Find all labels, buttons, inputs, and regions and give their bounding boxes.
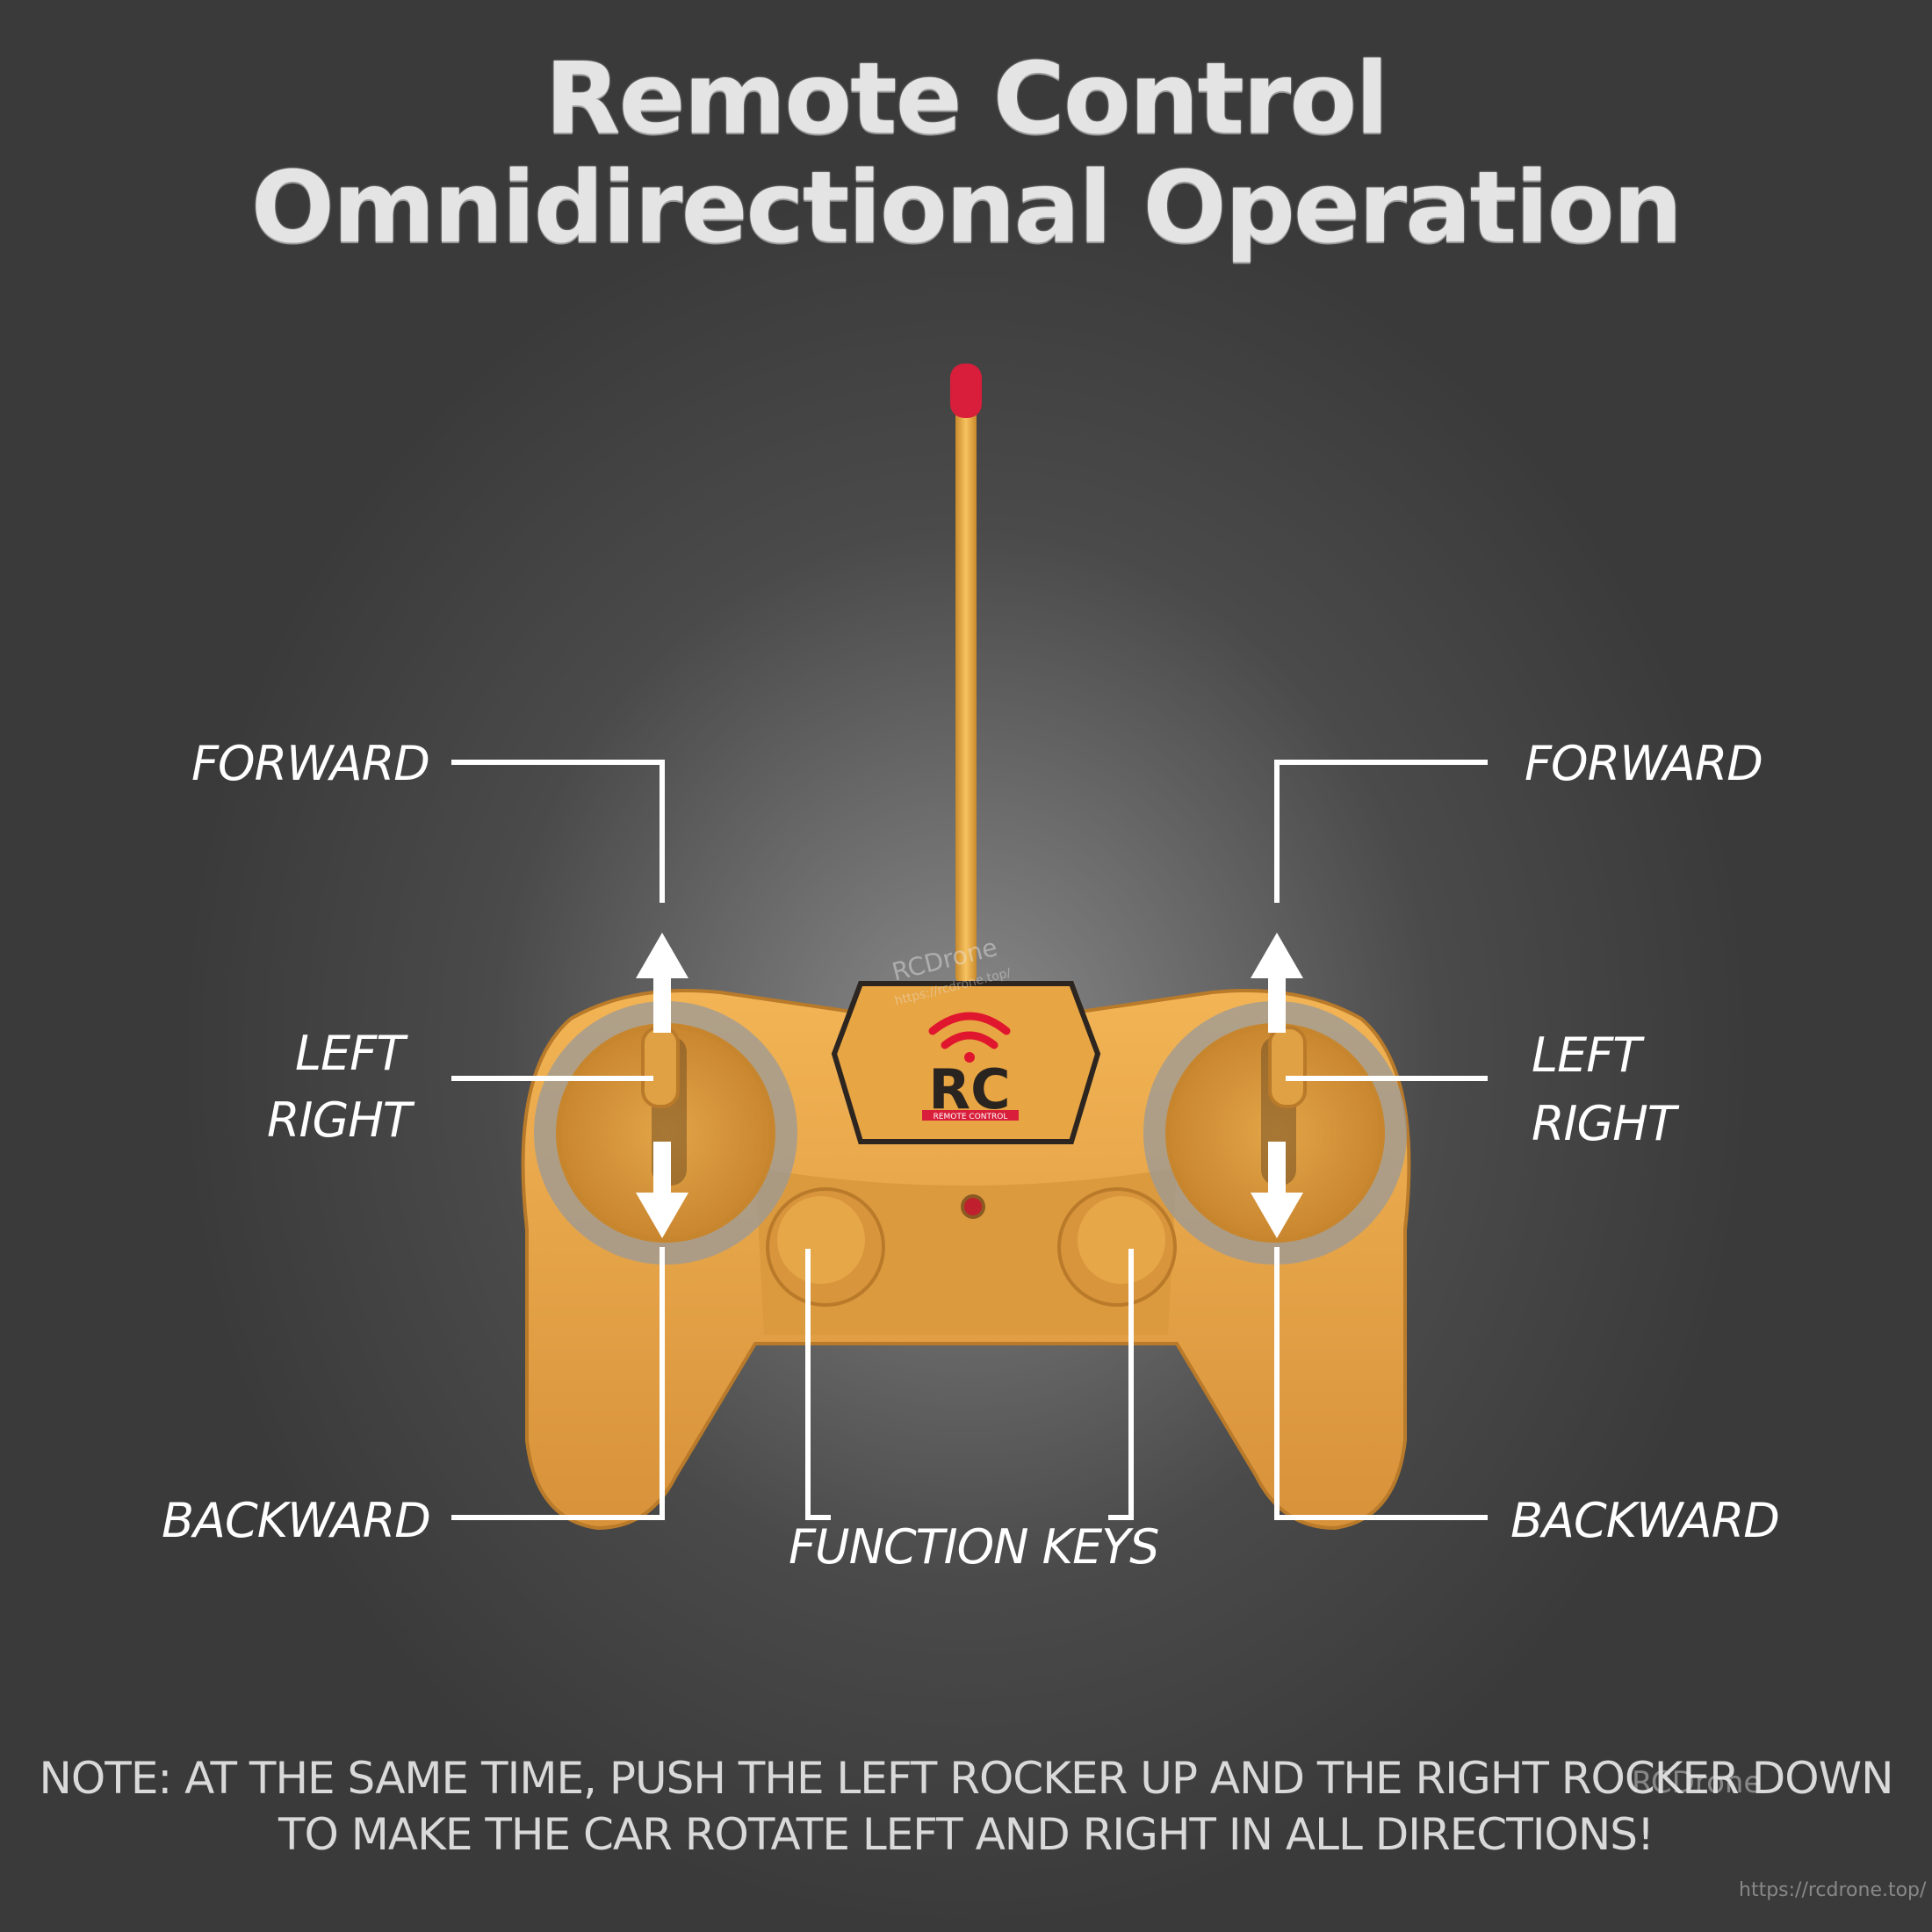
label-left-forward: FORWARD	[191, 736, 430, 791]
label-function-keys: FUNCTION KEYS	[789, 1519, 1159, 1575]
label-left-left: LEFT	[295, 1026, 405, 1081]
logo-plate	[831, 981, 1101, 1144]
antenna	[950, 364, 982, 984]
wifi-icon	[928, 1012, 1011, 1063]
note-line-1: NOTE: AT THE SAME TIME, PUSH THE LEFT RO…	[39, 1753, 1894, 1804]
label-right-backward: BACKWARD	[1510, 1493, 1780, 1548]
left-stick-arrows	[636, 933, 688, 1238]
line-right-forward	[1274, 760, 1488, 903]
label-left-right: RIGHT	[267, 1092, 412, 1148]
line-function-left	[805, 1249, 831, 1520]
label-right-forward: FORWARD	[1525, 736, 1763, 791]
watermark-brand: RCDrone	[1632, 1765, 1763, 1800]
label-left-backward: BACKWARD	[162, 1493, 431, 1548]
left-joystick	[534, 1001, 797, 1265]
watermark-url: https://rcdrone.top/	[1739, 1879, 1927, 1901]
antenna-tip	[950, 364, 982, 418]
note-line-2: TO MAKE THE CAR ROTATE LEFT AND RIGHT IN…	[278, 1809, 1654, 1860]
logo-subtext: REMOTE CONTROL	[934, 1113, 1008, 1121]
line-left-backward	[451, 1247, 665, 1520]
title-line-2: Omnidirectional Operation	[250, 151, 1683, 265]
label-right-left: LEFT	[1532, 1027, 1641, 1083]
leader-lines	[451, 760, 1488, 1520]
label-right-right: RIGHT	[1532, 1096, 1676, 1151]
line-left-forward	[451, 760, 665, 903]
line-function-right	[1108, 1249, 1134, 1520]
right-stick-arrows	[1251, 933, 1303, 1238]
function-key-left	[766, 1187, 885, 1307]
line-right-backward	[1274, 1247, 1488, 1520]
rc-logo: RC REMOTE CONTROL	[922, 1012, 1019, 1121]
function-key-right	[1057, 1187, 1177, 1307]
status-led	[961, 1194, 985, 1219]
title-line-1: Remote Control	[544, 42, 1388, 156]
